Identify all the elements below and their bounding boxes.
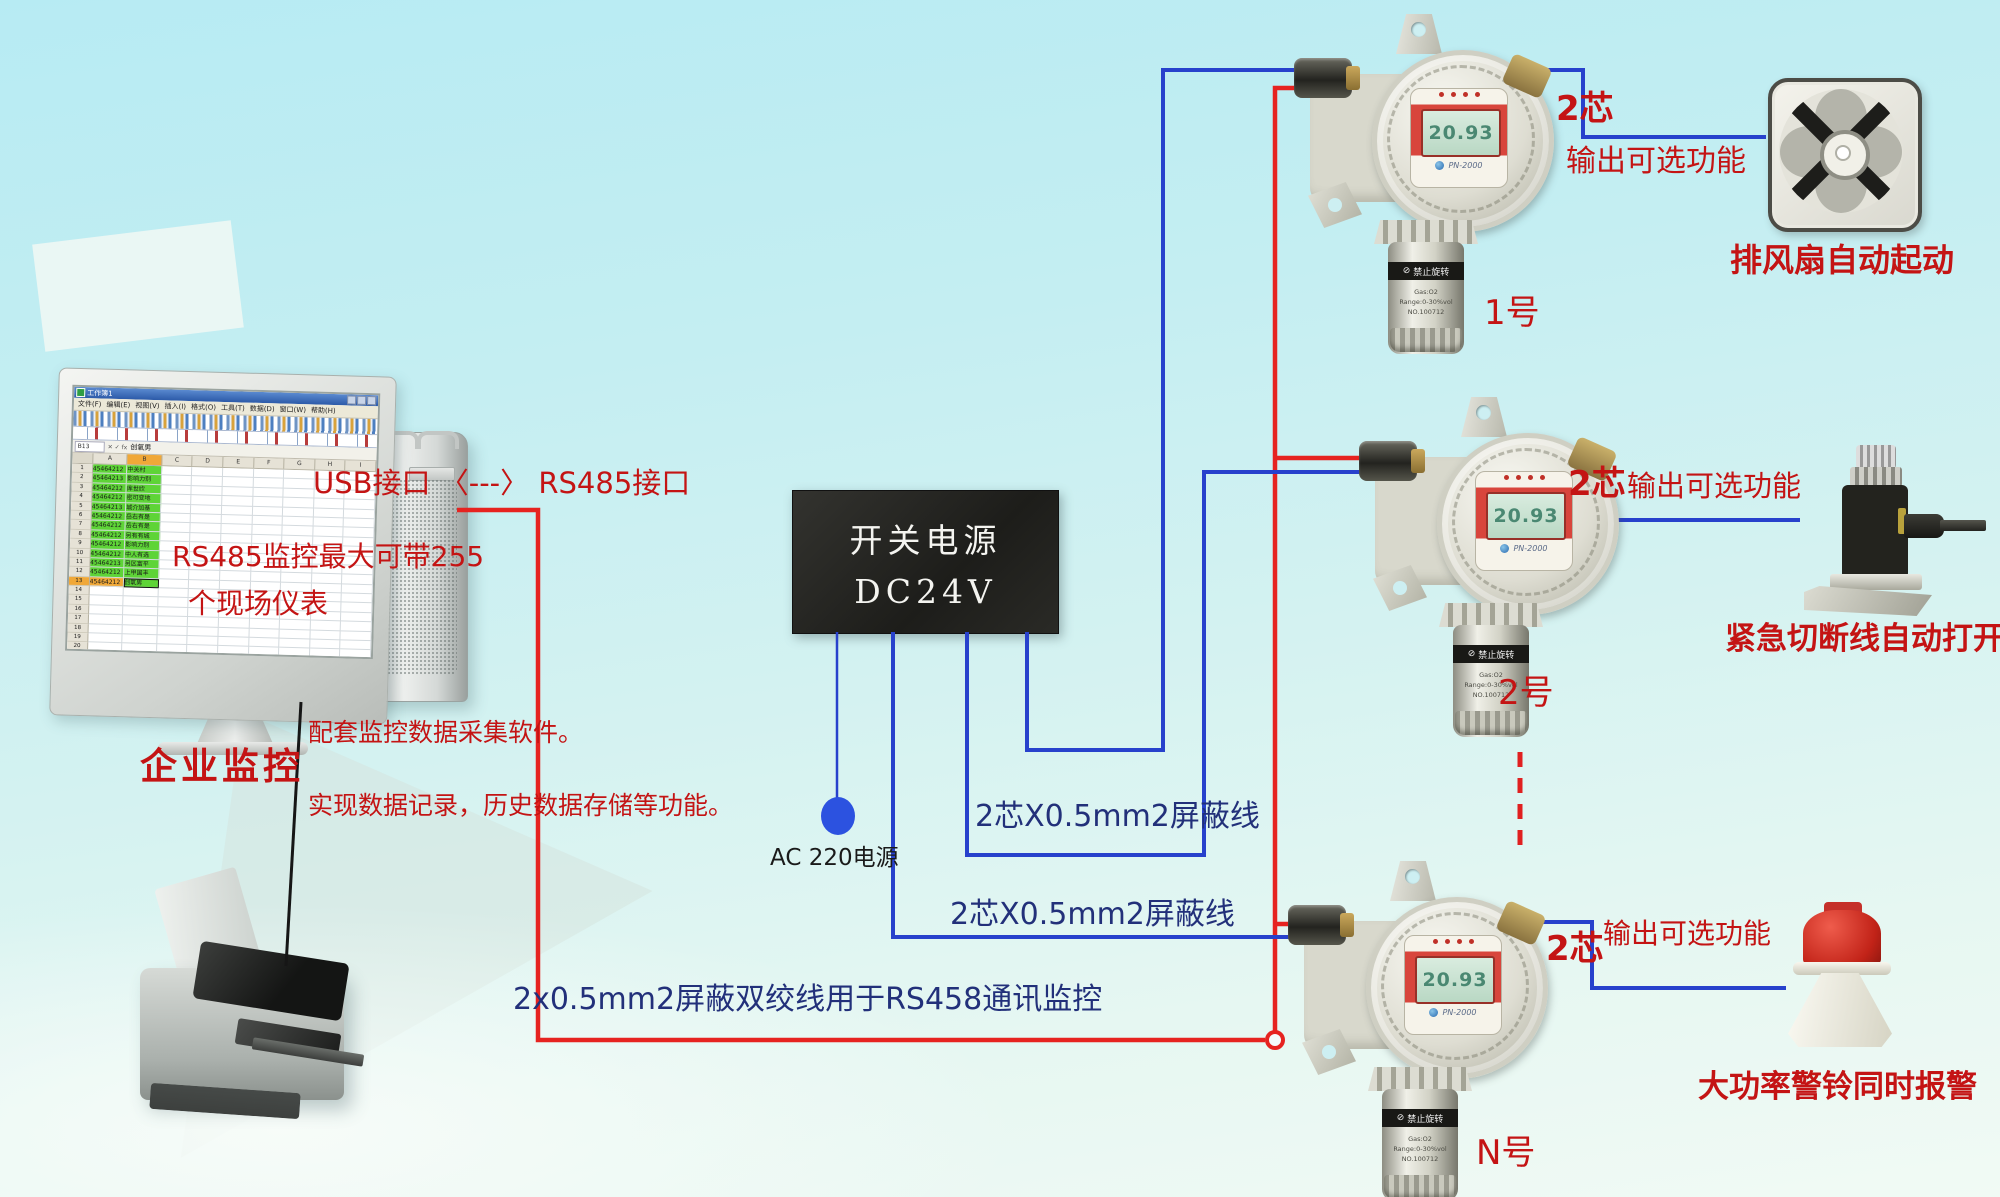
- detector-panel: 20.93 PN-2000: [1475, 471, 1573, 571]
- fan-hub: [1820, 130, 1870, 180]
- output-label-detector1: 输出可选功能: [1566, 144, 1746, 179]
- sensor-cap: [1455, 711, 1527, 735]
- rs485-junction-node: [1265, 1030, 1285, 1050]
- cable-gland-left-icon: [1359, 441, 1425, 481]
- lcd-reading: 20.93: [1421, 109, 1501, 157]
- psu-title: 开关电源: [849, 520, 1002, 560]
- rs485-bus-wire: [457, 507, 1265, 1043]
- power-wire-detectorN: [891, 632, 1340, 939]
- cable-gland-left-icon: [1288, 905, 1354, 945]
- ac-plug-dot: [821, 797, 855, 835]
- brand-row: PN-2000: [1476, 544, 1572, 553]
- sensor-cap: [1390, 328, 1462, 352]
- brand-row: PN-2000: [1405, 1008, 1501, 1017]
- valve-action-label: 紧急切断线自动打开: [1725, 621, 2000, 657]
- core-label-detector2: 2芯: [1568, 464, 1626, 504]
- valve-flange: [1830, 574, 1922, 590]
- exhaust-fan-icon: [1768, 78, 1922, 232]
- status-led-row: [1411, 92, 1507, 97]
- mounting-tab-icon: [1390, 861, 1436, 901]
- valve-neck: [1850, 467, 1902, 487]
- rs485-capacity-caption-line1: RS485监控最大可带255: [172, 540, 485, 573]
- fan-inner: [1779, 89, 1903, 213]
- brand-logo-icon: [1429, 1008, 1439, 1017]
- switching-power-supply: 开关电源 DC24V: [792, 490, 1059, 634]
- monitor-printer-cable: [284, 701, 303, 967]
- alarm-bell-dome-icon: [1803, 910, 1881, 966]
- alarm-bell-flange: [1793, 962, 1891, 975]
- brand-row: PN-2000: [1411, 161, 1507, 170]
- mounting-tab-icon: [1396, 14, 1442, 54]
- tower-handle-icon: [417, 431, 459, 449]
- status-led-row: [1476, 475, 1572, 480]
- model-label: PN-2000: [1442, 1008, 1477, 1017]
- enterprise-monitoring-caption: 企业监控: [140, 745, 304, 788]
- detectorN-id-label: N号: [1476, 1133, 1536, 1173]
- warning-band: ⊘禁止旋转: [1388, 262, 1464, 280]
- output-wire-bell: [1528, 920, 1786, 990]
- detector-panel: 20.93 PN-2000: [1404, 935, 1502, 1035]
- model-label: PN-2000: [1448, 161, 1483, 170]
- lcd-reading: 20.93: [1415, 956, 1495, 1004]
- rs485-bus-label: 2x0.5mm2屏蔽双绞线用于RS458通讯监控: [513, 982, 1103, 1017]
- ac-power-label: AC 220电源: [770, 845, 899, 871]
- warning-band: ⊘禁止旋转: [1382, 1109, 1458, 1127]
- lcd-reading: 20.93: [1486, 492, 1566, 540]
- usb-rs485-caption: USB接口 〈---〉 RS485接口: [313, 466, 691, 500]
- detector-panel: 20.93 PN-2000: [1410, 88, 1508, 188]
- software-caption-line1: 配套监控数据采集软件。: [308, 718, 584, 747]
- valve-handle: [1904, 514, 1944, 538]
- output-label-detector2: 输出可选功能: [1627, 469, 1802, 503]
- shield-cable-label-top: 2芯X0.5mm2屏蔽线: [975, 799, 1260, 834]
- sensor-cap: [1384, 1175, 1456, 1197]
- sensor-collar: [1439, 603, 1543, 627]
- cable-gland-left-icon: [1294, 58, 1360, 98]
- power-wire-detector1: [1025, 68, 1340, 752]
- status-led-row: [1405, 939, 1501, 944]
- fan-action-label: 排风扇自动起动: [1730, 241, 1955, 279]
- output-wire-fan: [1545, 68, 1766, 139]
- sensor-collar: [1374, 220, 1478, 244]
- sensor-collar: [1368, 1067, 1472, 1091]
- shutoff-valve-coil: [1842, 485, 1908, 579]
- model-label: PN-2000: [1513, 544, 1548, 553]
- power-wire-detector2: [965, 470, 1372, 857]
- shield-cable-label-bottom: 2芯X0.5mm2屏蔽线: [950, 897, 1235, 932]
- rs485-capacity-caption-line2: 个现场仪表: [188, 587, 329, 620]
- mounting-tab-icon: [1461, 397, 1507, 437]
- psu-voltage: DC24V: [854, 571, 997, 611]
- brand-logo-icon: [1435, 161, 1445, 170]
- warning-band: ⊘禁止旋转: [1453, 645, 1529, 663]
- detector1-id-label: 1号: [1484, 293, 1540, 333]
- valve-tag: [1898, 508, 1906, 534]
- output-label-detectorN: 输出可选功能: [1603, 917, 1772, 950]
- brand-logo-icon: [1500, 544, 1510, 553]
- detector2-id-label: 2号: [1498, 673, 1554, 713]
- valve-top-knob: [1856, 445, 1896, 469]
- software-caption-line2: 实现数据记录，历史数据存储等功能。: [308, 791, 734, 820]
- core-label-detectorN: 2芯: [1546, 929, 1604, 969]
- bell-action-label: 大功率警铃同时报警: [1698, 1069, 1977, 1105]
- monitor-base: [158, 742, 308, 755]
- core-label-detector1: 2芯: [1556, 89, 1614, 129]
- valve-rod: [1940, 520, 1986, 531]
